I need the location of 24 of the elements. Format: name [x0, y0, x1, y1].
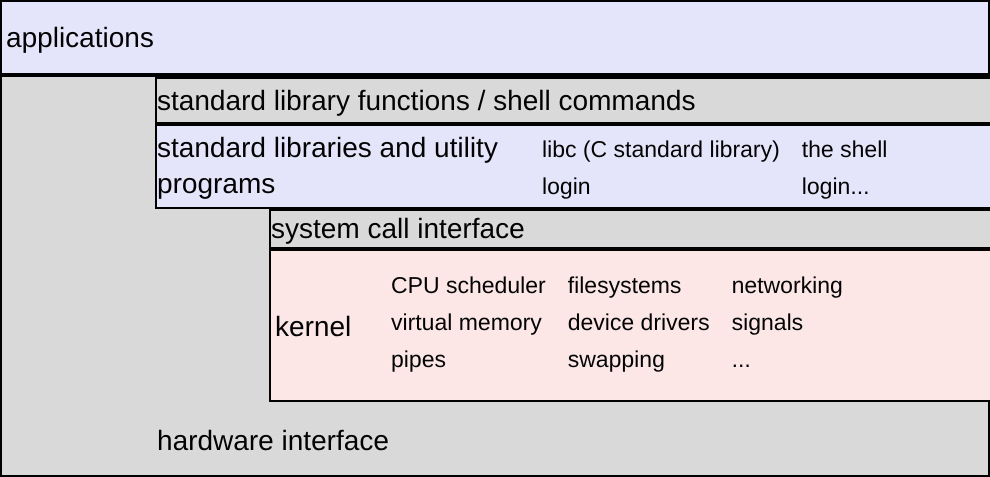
- layer-label: hardware interface: [157, 424, 390, 458]
- kernel-component: networking: [732, 271, 843, 300]
- program-name: login...: [802, 172, 871, 201]
- program-name: libc (C standard library): [542, 135, 780, 164]
- kernel-component: virtual memory: [391, 308, 543, 337]
- layer-label: applications: [6, 21, 155, 55]
- kernel-component: filesystems: [568, 271, 682, 300]
- layer-label: standard library functions / shell commands: [157, 84, 696, 118]
- hardware-interface-panel: [0, 75, 990, 477]
- layer-label: kernel: [275, 310, 352, 344]
- kernel-component: swapping: [568, 345, 666, 374]
- library-functions-band: [155, 77, 990, 124]
- utility-programs-band: [155, 124, 990, 209]
- layer-label: system call interface: [271, 212, 526, 246]
- kernel-component: signals: [732, 308, 804, 337]
- program-name: login: [542, 172, 592, 201]
- application-layer-band: [0, 0, 990, 75]
- kernel-component: CPU scheduler: [391, 271, 546, 300]
- kernel-component: pipes: [391, 345, 447, 374]
- system-call-band: [269, 209, 990, 249]
- kernel-component: ...: [732, 345, 752, 374]
- program-name: the shell: [802, 135, 888, 164]
- kernel-component: device drivers: [568, 308, 710, 337]
- kernel-band: [269, 249, 990, 402]
